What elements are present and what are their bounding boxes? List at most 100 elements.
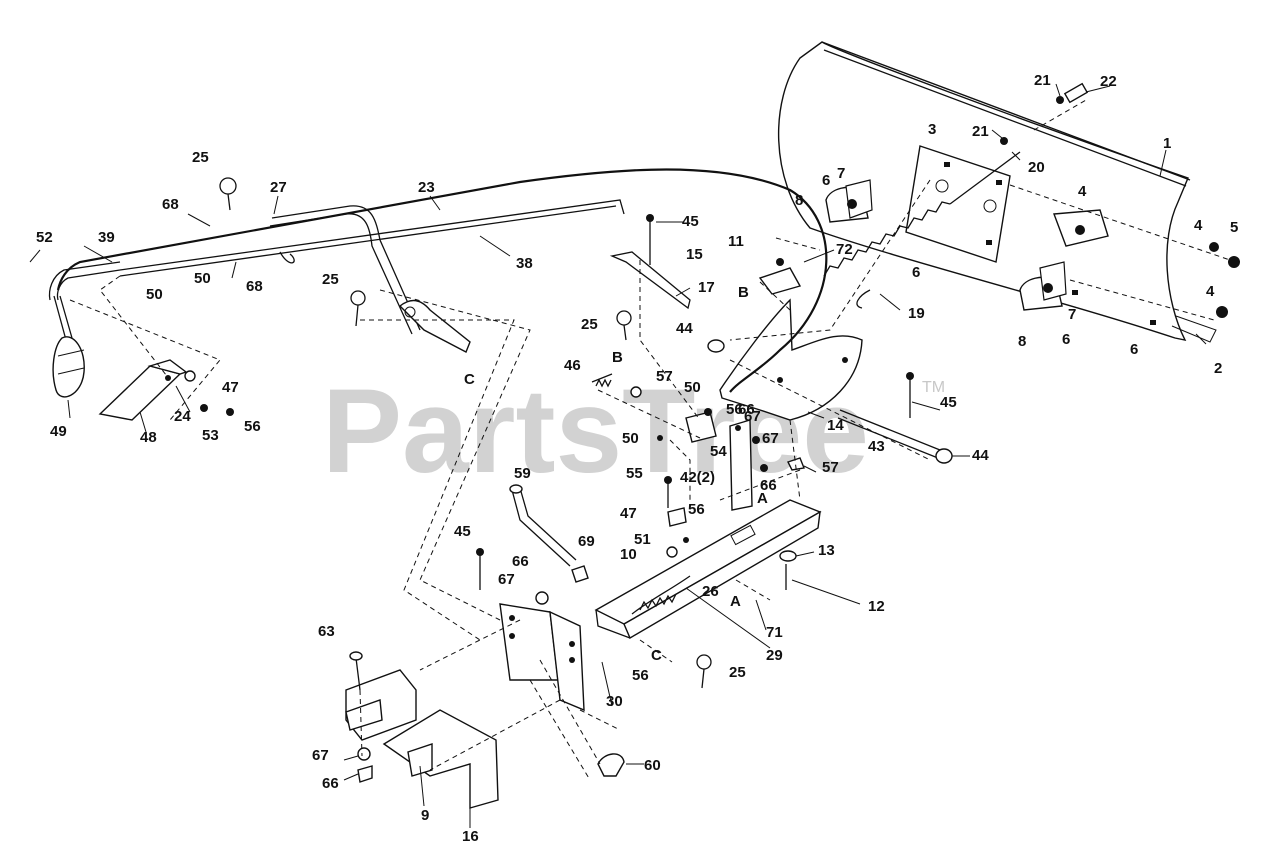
label-part-55: 55 xyxy=(626,465,643,482)
label-part-23: 23 xyxy=(418,179,435,196)
lift-lever xyxy=(729,419,753,511)
label-part-54: 54 xyxy=(710,443,727,460)
label-part-7: 7 xyxy=(837,165,845,182)
label-part-66: 66 xyxy=(760,477,777,494)
label-part-56: 56 xyxy=(244,418,261,435)
label-part-66: 66 xyxy=(512,553,529,570)
label-part-56: 56 xyxy=(726,401,743,418)
side-bracket xyxy=(499,591,585,712)
label-part-6: 6 xyxy=(822,172,830,189)
label-part-67: 67 xyxy=(498,571,515,588)
label-part-56: 56 xyxy=(632,667,649,684)
label-part-57: 57 xyxy=(822,459,839,476)
skid-shoe-upper xyxy=(825,179,873,223)
label-part-63: 63 xyxy=(318,623,335,640)
label-part-21: 21 xyxy=(972,123,989,140)
label-part-45: 45 xyxy=(940,394,957,411)
label-part-24: 24 xyxy=(174,408,191,425)
label-part-30: 30 xyxy=(606,693,623,710)
handle-assembly xyxy=(119,199,625,353)
label-part-2: 2 xyxy=(1214,360,1222,377)
label-part-48: 48 xyxy=(140,429,157,446)
label-part-38: 38 xyxy=(516,255,533,272)
label-part-50: 50 xyxy=(622,430,639,447)
label-part-68: 68 xyxy=(162,196,179,213)
rod xyxy=(839,409,941,451)
handle-grip xyxy=(48,261,121,398)
pivot-bracket xyxy=(905,145,1011,263)
link-bar xyxy=(609,251,691,310)
label-part-12: 12 xyxy=(868,598,885,615)
label-ref-c: C xyxy=(651,647,662,664)
assembly-guides xyxy=(69,99,1231,781)
label-part-10: 10 xyxy=(620,546,637,563)
label-part-3: 3 xyxy=(928,121,936,138)
label-part-60: 60 xyxy=(644,757,661,774)
label-part-47: 47 xyxy=(620,505,637,522)
handle-bracket xyxy=(98,359,188,421)
watermark-trademark: TM xyxy=(922,379,945,396)
label-part-42: 42(2) xyxy=(680,469,715,486)
label-part-52: 52 xyxy=(36,229,53,246)
label-ref-a: A xyxy=(730,593,741,610)
label-part-19: 19 xyxy=(908,305,925,322)
label-part-59: 59 xyxy=(514,465,531,482)
label-part-66: 66 xyxy=(738,401,755,418)
label-part-5: 5 xyxy=(1230,219,1238,236)
label-part-27: 27 xyxy=(270,179,287,196)
label-part-43: 43 xyxy=(868,438,885,455)
hitch-plate xyxy=(382,709,499,809)
label-part-11: 11 xyxy=(728,233,744,250)
label-part-22: 22 xyxy=(1100,73,1117,90)
label-part-67: 67 xyxy=(762,430,779,447)
hitch-pin xyxy=(219,177,237,211)
spring xyxy=(823,151,1021,309)
label-part-47: 47 xyxy=(222,379,239,396)
label-part-71: 71 xyxy=(766,624,783,641)
label-part-8: 8 xyxy=(1018,333,1026,350)
label-part-69: 69 xyxy=(578,533,595,550)
label-part-57: 57 xyxy=(656,368,673,385)
hitch-pin xyxy=(350,290,366,327)
label-ref-a: A xyxy=(757,490,768,507)
leader-lines xyxy=(29,83,1207,828)
label-part-50: 50 xyxy=(684,379,701,396)
label-part-68: 68 xyxy=(246,278,263,295)
control-cable xyxy=(56,168,828,393)
label-part-72: 72 xyxy=(836,241,853,258)
hitch-plate xyxy=(345,669,417,741)
label-part-56: 56 xyxy=(688,501,705,518)
label-part-4: 4 xyxy=(1206,283,1215,300)
label-part-44: 44 xyxy=(676,320,693,337)
label-part-50: 50 xyxy=(146,286,163,303)
label-part-7: 7 xyxy=(1068,306,1076,323)
label-part-15: 15 xyxy=(686,246,703,263)
label-part-25: 25 xyxy=(729,664,746,681)
hitch-pin xyxy=(696,654,712,689)
label-part-44: 44 xyxy=(972,447,989,464)
label-part-51: 51 xyxy=(634,531,651,548)
label-part-20: 20 xyxy=(1028,159,1045,176)
label-part-8: 8 xyxy=(795,192,803,209)
rod xyxy=(511,489,571,567)
label-part-25: 25 xyxy=(192,149,209,166)
label-ref-b: B xyxy=(738,284,749,301)
label-part-6: 6 xyxy=(912,264,920,281)
skid-shoe-lower xyxy=(1019,261,1067,311)
label-part-16: 16 xyxy=(462,828,479,845)
label-part-67: 67 xyxy=(744,408,761,425)
label-part-26: 26 xyxy=(702,583,719,600)
label-part-4: 4 xyxy=(1078,183,1087,200)
label-part-45: 45 xyxy=(682,213,699,230)
mounting-frame xyxy=(594,499,822,640)
label-part-53: 53 xyxy=(202,427,219,444)
label-part-66: 66 xyxy=(322,775,339,792)
clip xyxy=(597,753,625,777)
label-part-50: 50 xyxy=(194,270,211,287)
label-part-4: 4 xyxy=(1194,217,1203,234)
label-part-6: 6 xyxy=(1062,331,1070,348)
label-ref-c: C xyxy=(464,371,475,388)
label-part-67: 67 xyxy=(312,747,329,764)
